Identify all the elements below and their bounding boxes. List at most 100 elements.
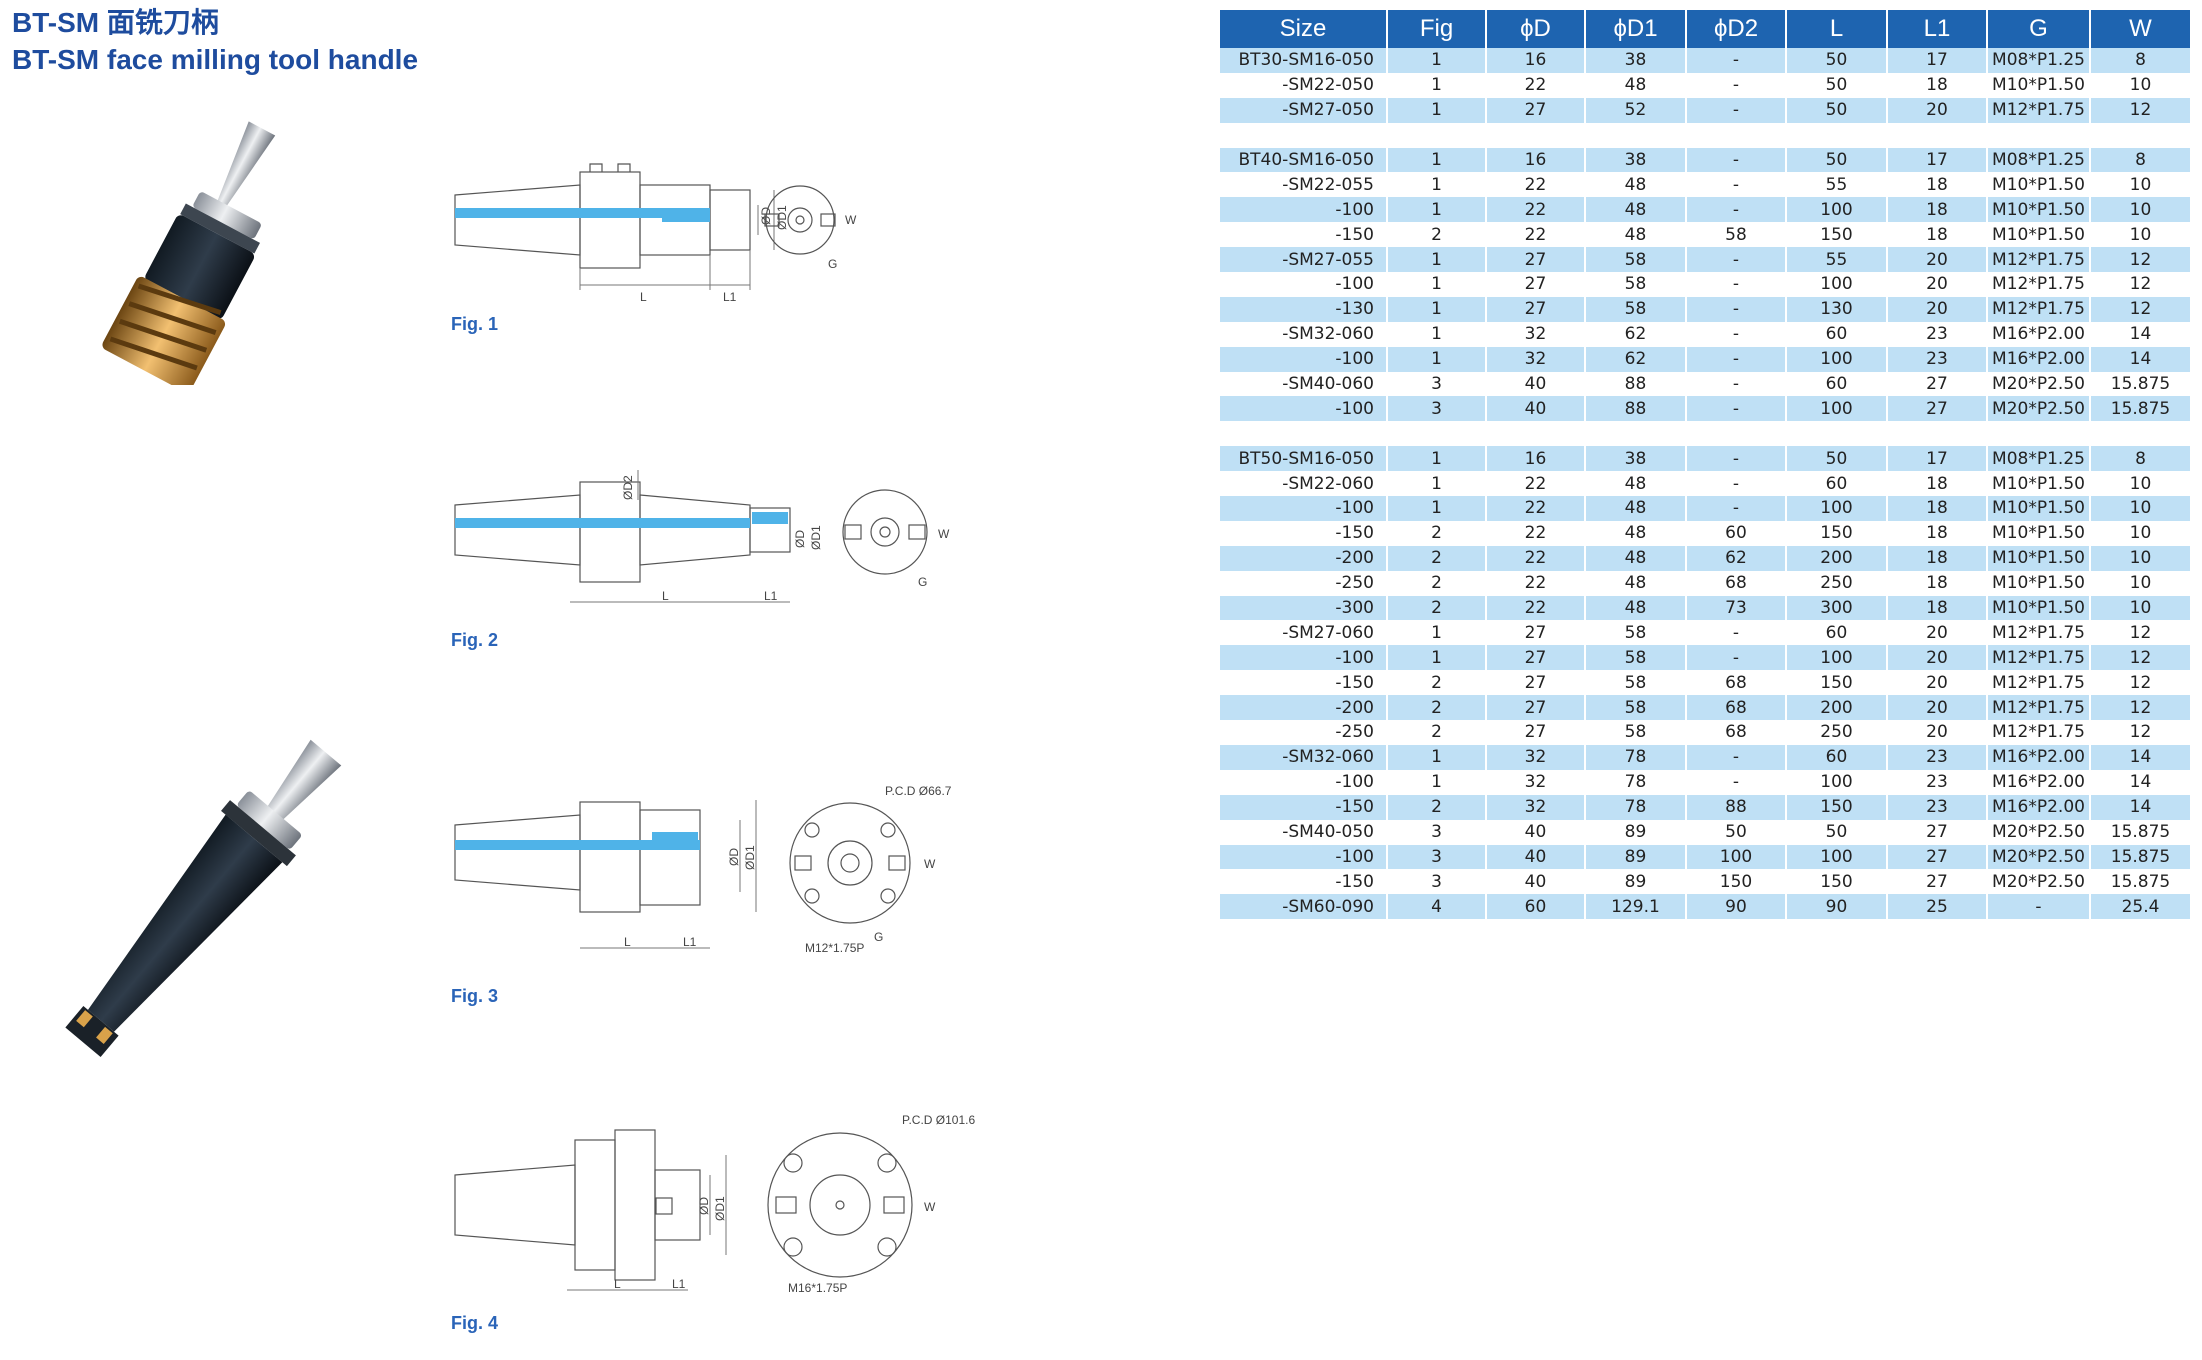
table-cell-fig: 1 [1387,97,1487,123]
table-cell-l1: 23 [1887,744,1988,770]
table-cell-d: 27 [1486,695,1586,721]
table-cell-d2: - [1686,620,1787,646]
table-cell-g: M10*P1.50 [1987,72,2091,98]
table-cell-size: -250 [1220,720,1388,745]
table-cell-w: 15.875 [2110,871,2171,892]
dim-label-D: ØD [697,1197,711,1215]
table-cell-w: 12 [2090,296,2190,322]
table-cell-l: 250 [1786,720,1888,745]
table-cell-fig: 1 [1387,72,1487,98]
table-cell-d: 16 [1486,446,1586,472]
table-cell-l1: 27 [1887,819,1988,845]
table-cell-d: 40 [1486,396,1586,422]
dim-label-D1: ØD1 [743,845,757,870]
title-english: BT-SM face milling tool handle [12,44,419,75]
table-cell-l1: 20 [1887,670,1988,696]
header-d1: ϕD1 [1585,10,1687,48]
fig-2-label: Fig. 2 [451,630,499,650]
table-cell-d: 27 [1486,247,1586,273]
dim-label-D: ØD [727,848,741,866]
table-cell-g: M10*P1.50 [1987,520,2091,546]
table-cell-d: 22 [1486,545,1586,571]
table-cell-d: 22 [1486,570,1586,596]
table-cell-w: 12 [2090,645,2190,671]
table-cell-size: -100 [1220,272,1388,297]
table-cell-size: -130 [1220,296,1388,322]
table-cell-d1: 62 [1585,321,1687,347]
table-cell-l1: 20 [1887,695,1988,721]
table-cell-w: 10 [2090,197,2190,223]
table-cell-l: 50 [1786,72,1888,98]
table-cell-l: 100 [1786,496,1888,521]
table-cell-fig: 1 [1387,147,1487,173]
table-cell-size: -SM27-060 [1220,620,1388,646]
table-cell-l: 100 [1786,396,1888,422]
table-cell-size: -SM27-055 [1220,247,1388,273]
table-cell-size: -150 [1220,794,1388,820]
table-cell-size: -SM60-090 [1220,894,1388,920]
table-cell-g: M20*P2.50 [1987,869,2091,895]
dim-label-L: L [624,935,631,949]
table-cell-d1: 129.1 [1585,894,1687,920]
table-cell-fig: 1 [1387,446,1487,472]
table-cell-fig: 2 [1387,222,1487,248]
drawing-fig-1: L L1 ØD ØD1 W G [454,163,857,304]
table-cell-l1: 18 [1887,570,1988,596]
table-cell-d: 16 [1486,48,1586,73]
table-cell-g: M12*P1.75 [1987,645,2091,671]
table-cell-fig: 1 [1387,272,1487,297]
table-cell-w: 10 [2090,595,2190,621]
table-cell-fig: 3 [1387,819,1487,845]
table-cell-d: 32 [1486,794,1586,820]
table-cell-size: BT50-SM16-050 [1220,446,1388,472]
table-cell-d: 27 [1486,645,1586,671]
table-cell-d1: 88 [1585,396,1687,422]
header-l1: L1 [1887,10,1988,48]
table-cell-d2: 68 [1686,670,1787,696]
table-cell-d2: - [1686,371,1787,397]
table-cell-d: 40 [1486,819,1586,845]
table-cell-l: 300 [1786,595,1888,621]
table-cell-d: 27 [1486,670,1586,696]
table-cell-d: 27 [1486,272,1586,297]
table-cell-d2: - [1686,296,1787,322]
table-cell-d1: 48 [1585,72,1687,98]
table-cell-g: M10*P1.50 [1987,197,2091,223]
table-cell-d2: 58 [1686,222,1787,248]
page-title: BT-SM 面铣刀柄 BT-SM face milling tool handl… [12,4,418,78]
table-cell-fig: 1 [1387,247,1487,273]
table-cell-d1: 58 [1585,296,1687,322]
table-cell-d1: 89 [1585,844,1687,870]
dim-label-W: W [845,213,857,227]
table-cell-fig: 1 [1387,346,1487,372]
table-cell-d1: 48 [1585,570,1687,596]
table-cell-d1: 62 [1585,346,1687,372]
table-cell-g: M12*P1.75 [1987,272,2091,297]
table-cell-d2: - [1686,446,1787,472]
dim-label-G: G [828,257,837,271]
table-cell-fig: 2 [1387,695,1487,721]
table-cell-size: -300 [1220,595,1388,621]
table-cell-l: 50 [1786,819,1888,845]
table-cell-d1: 78 [1585,744,1687,770]
table-cell-d: 22 [1486,471,1586,497]
table-cell-d2: 50 [1686,819,1787,845]
table-cell-l1: 23 [1887,346,1988,372]
table-cell-g: M10*P1.50 [1987,172,2091,198]
table-cell-size: -150 [1220,670,1388,696]
table-cell-d2: 150 [1686,869,1787,895]
drawing-fig-4: L L1 ØD ØD1 P.C.D Ø101.6 M16*1.75P W [454,1113,975,1295]
table-cell-w: 10 [2129,523,2152,544]
table-cell-size: -100 [1220,396,1388,422]
table-cell-g: M16*P2.00 [1987,346,2091,372]
table-cell-d1: 58 [1585,645,1687,671]
table-cell-l: 100 [1786,645,1888,671]
table-cell-d2: - [1686,172,1787,198]
